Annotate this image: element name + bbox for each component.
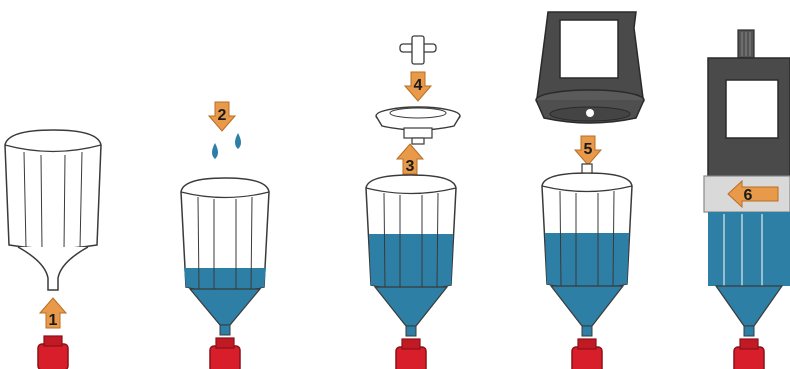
up-arrow-icon: 3 bbox=[395, 143, 425, 175]
sample-vial bbox=[209, 337, 241, 369]
stage-4: 5 bbox=[535, 11, 645, 369]
sample-vial bbox=[733, 338, 765, 369]
sample-vial bbox=[571, 338, 603, 369]
step-label-3: 3 bbox=[406, 158, 415, 175]
water-drop-icon bbox=[235, 133, 241, 149]
container-with-liquid bbox=[541, 163, 633, 337]
sample-vial bbox=[395, 338, 427, 369]
down-arrow-icon: 2 bbox=[207, 101, 237, 132]
stage-5: 6 bbox=[703, 29, 790, 369]
down-arrow-icon: 4 bbox=[403, 71, 433, 102]
container-empty bbox=[4, 129, 102, 291]
stage-1: 1 bbox=[4, 129, 102, 369]
device-cap bbox=[535, 11, 645, 124]
liquid-level bbox=[184, 268, 266, 291]
water-drop-icon bbox=[212, 143, 218, 159]
step-label-2: 2 bbox=[218, 107, 227, 124]
container-with-liquid bbox=[365, 174, 457, 337]
stage-3: 4 3 bbox=[365, 35, 461, 369]
step-label-5: 5 bbox=[584, 141, 593, 158]
filter-cap bbox=[375, 106, 461, 145]
plunger bbox=[399, 35, 437, 65]
sample-vial bbox=[37, 335, 69, 369]
device-assembled bbox=[703, 29, 790, 337]
step-label-6: 6 bbox=[744, 187, 753, 204]
stage-2: 2 bbox=[180, 101, 270, 369]
container-with-liquid bbox=[180, 177, 270, 336]
left-arrow-icon: 6 bbox=[727, 179, 779, 209]
liquid-level bbox=[708, 212, 790, 286]
step-label-4: 4 bbox=[414, 77, 423, 94]
up-arrow-icon: 1 bbox=[38, 297, 68, 329]
liquid-level bbox=[545, 233, 629, 288]
liquid-level bbox=[369, 234, 453, 289]
down-arrow-icon: 5 bbox=[573, 135, 603, 166]
step-label-1: 1 bbox=[49, 312, 58, 329]
